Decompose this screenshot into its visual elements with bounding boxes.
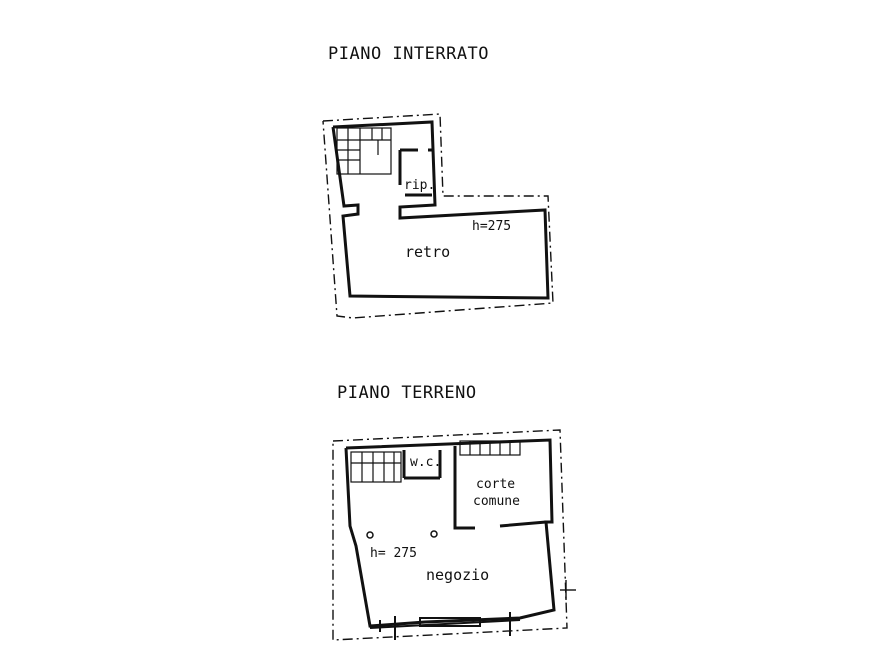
basement-walls bbox=[331, 120, 550, 300]
column-right bbox=[430, 530, 438, 538]
courtyard-partition bbox=[453, 446, 547, 530]
ground-stairs-right bbox=[459, 440, 521, 456]
ground-walls bbox=[344, 438, 556, 628]
shop-label: negozio bbox=[426, 566, 489, 584]
ground-boundary bbox=[332, 429, 568, 641]
basement-boundary bbox=[322, 113, 554, 319]
courtyard-label-line1: corte bbox=[476, 477, 515, 492]
boundary-marker bbox=[560, 580, 576, 600]
ground-stairs-left bbox=[350, 451, 402, 483]
back-room-label: retro bbox=[405, 243, 450, 261]
column-left bbox=[366, 531, 374, 539]
basement-title: PIANO INTERRATO bbox=[328, 44, 489, 64]
ground-plan bbox=[332, 429, 576, 641]
ground-title: PIANO TERRENO bbox=[337, 383, 477, 403]
shop-front bbox=[369, 612, 521, 640]
basement-plan bbox=[322, 113, 554, 319]
basement-stairs bbox=[336, 127, 392, 175]
courtyard-label-line2: comune bbox=[473, 494, 520, 509]
storage-partition bbox=[398, 148, 432, 197]
wc-partition bbox=[402, 450, 442, 480]
wc-label: w.c. bbox=[410, 455, 441, 470]
storage-label: rip. bbox=[404, 178, 435, 193]
shop-height-label: h= 275 bbox=[370, 546, 417, 561]
basement-height-label: h=275 bbox=[472, 219, 511, 234]
